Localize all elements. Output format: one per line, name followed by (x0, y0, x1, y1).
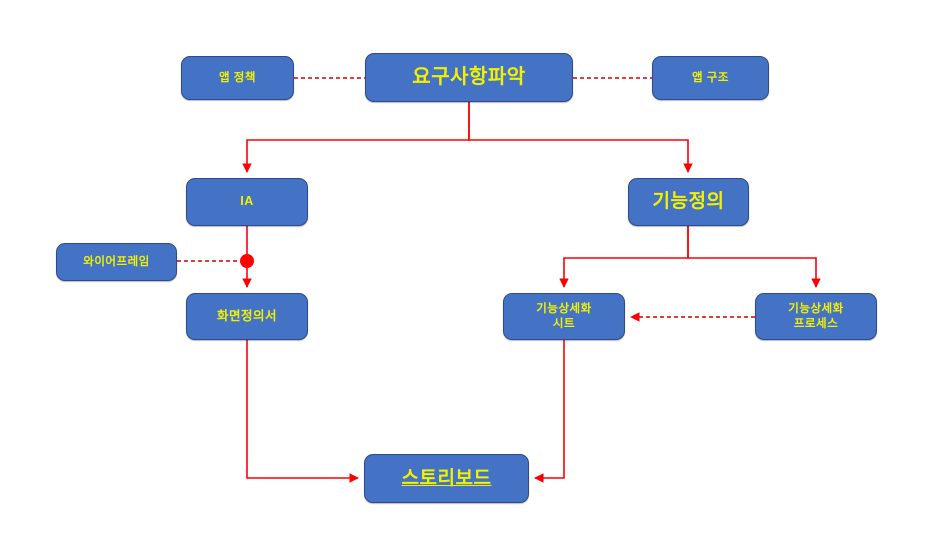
node-app-policy[interactable]: 앱 정책 (181, 56, 294, 100)
node-requirements[interactable]: 요구사항파악 (365, 53, 573, 102)
node-app-structure[interactable]: 앱 구조 (652, 56, 769, 100)
node-wireframe[interactable]: 와이어프레임 (56, 243, 177, 281)
node-ia[interactable]: IA (186, 178, 308, 226)
connector-requirements-to-function-define (468, 102, 693, 173)
connector-requirements-to-ia (242, 102, 470, 173)
node-function-process[interactable]: 기능상세화 프로세스 (755, 293, 877, 340)
connector-screen-spec-to-storyboard (246, 340, 359, 483)
connector-function-define-to-sheet (559, 226, 689, 288)
connector-sheet-to-storyboard (534, 340, 565, 483)
node-function-define[interactable]: 기능정의 (628, 178, 749, 226)
node-storyboard[interactable]: 스토리보드 (364, 454, 529, 503)
connector-function-define-to-process (687, 226, 821, 288)
junction-dot-icon (240, 254, 254, 268)
node-screen-spec[interactable]: 화면정의서 (186, 293, 308, 340)
node-function-sheet[interactable]: 기능상세화 시트 (503, 293, 625, 340)
